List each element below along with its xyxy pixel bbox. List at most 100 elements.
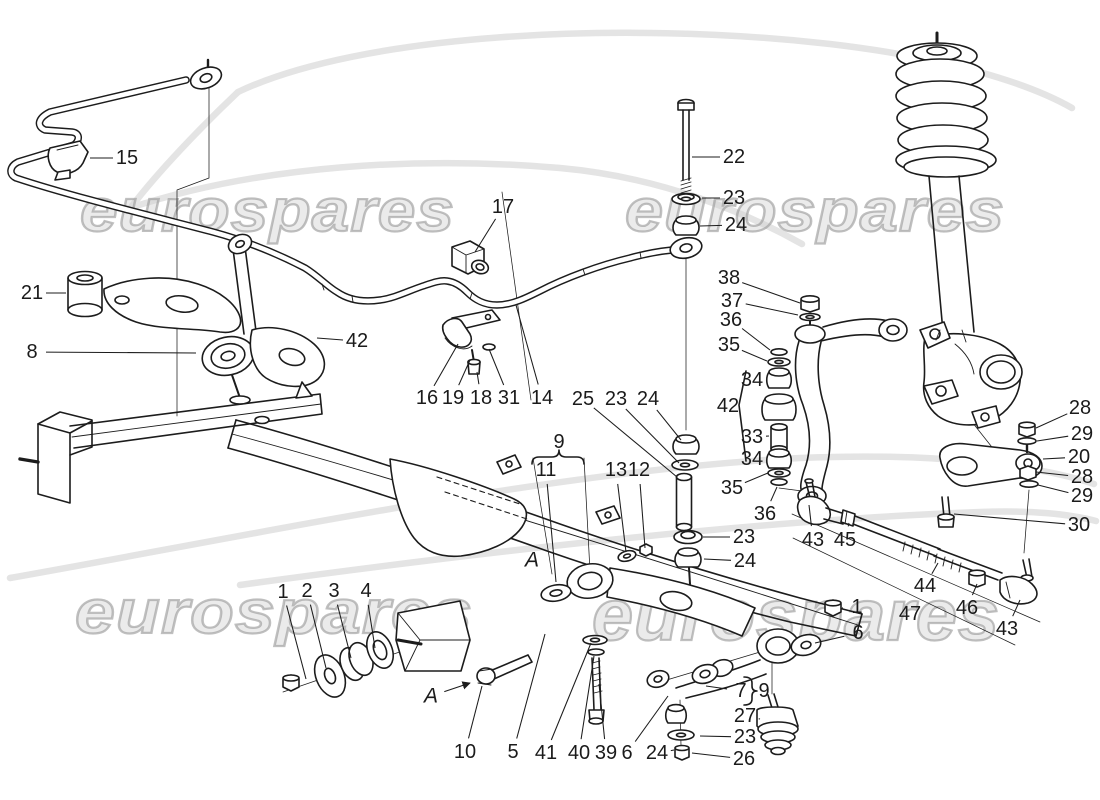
leader-line (971, 583, 978, 596)
leader-line (741, 349, 768, 362)
part-callout-24: 24 (734, 550, 756, 572)
idler-arm-assembly (761, 294, 908, 507)
leader-line (814, 635, 845, 644)
leader-line (625, 408, 680, 464)
leader-line (953, 513, 1066, 525)
leader-line (634, 695, 669, 742)
part-callout-42: 42 (717, 395, 739, 417)
steering-arm-20 (937, 421, 1043, 528)
part-callout-28: 28 (1071, 466, 1093, 488)
part-callout-20: 20 (1068, 446, 1090, 468)
part-callout-15: 15 (116, 147, 138, 169)
leader-line (931, 562, 939, 575)
leader-line (593, 407, 678, 478)
part-callout-43: 43 (996, 618, 1018, 640)
leader-line (1037, 484, 1069, 494)
part-callout-28: 28 (1069, 397, 1091, 419)
part-callout-38: 38 (718, 267, 740, 289)
leader-line (580, 655, 595, 740)
part-callout-12: 12 (628, 459, 650, 481)
leader-line (474, 218, 497, 253)
part-callout-39: 39 (595, 742, 617, 764)
part-callout-47: 47 (899, 603, 921, 625)
leader-line (744, 472, 769, 484)
leader-line (1035, 413, 1068, 429)
part-callout-23: 23 (605, 388, 627, 410)
leader-line (741, 328, 771, 351)
view-arrow (444, 681, 471, 693)
part-callout-29: 29 (1071, 485, 1093, 507)
stabilizer-clamp-16-assembly (441, 309, 501, 375)
part-callout-42: 42 (346, 330, 368, 352)
leader-line (546, 483, 557, 583)
part-callout-36: 36 (754, 503, 776, 525)
part-callout-35: 35 (718, 334, 740, 356)
leader-line (1036, 435, 1069, 442)
leader-line (770, 486, 778, 502)
part-callout-11: 11 (536, 459, 557, 481)
part-callout-23: 23 (734, 726, 756, 748)
stabilizer-bushing-17 (451, 240, 490, 275)
leader-line (703, 558, 732, 561)
part-callout-18: 18 (470, 387, 492, 409)
leader-line (1042, 457, 1066, 460)
stabilizer-bar (7, 58, 703, 309)
part-callout-A: A (422, 685, 438, 708)
part-callout-34: 34 (741, 369, 763, 391)
leader-line (656, 409, 682, 441)
part-callout-2: 2 (301, 580, 312, 602)
leader-line (745, 303, 799, 316)
leader-line (598, 683, 606, 740)
part-callout-4: 4 (360, 580, 371, 602)
part-callout-1: 1 (851, 596, 862, 618)
lower-control-arm (540, 543, 842, 761)
leader-line (1035, 471, 1069, 477)
part-callout-17: 17 (492, 196, 514, 218)
part-callout-14: 14 (531, 387, 553, 409)
leader-line (309, 604, 327, 669)
leader-line (550, 642, 592, 741)
part-callout-43: 43 (802, 529, 824, 551)
part-callout-9: 9 (553, 431, 564, 453)
part-callout-37: 37 (721, 290, 743, 312)
part-callout-22: 22 (723, 146, 745, 168)
part-callout-26: 26 (733, 748, 755, 770)
leader-line (705, 685, 728, 690)
leader-line (639, 483, 646, 549)
leader-line (691, 752, 731, 758)
leader-line (476, 371, 480, 385)
part-callout-24: 24 (646, 742, 668, 764)
part-callout-16: 16 (416, 387, 438, 409)
leader-line (45, 351, 197, 354)
part-callout-44: 44 (914, 575, 936, 597)
part-callout-29: 29 (1071, 423, 1093, 445)
part-callout-23: 23 (723, 187, 745, 209)
leader-line (367, 604, 376, 649)
leader-line (699, 224, 723, 227)
leader-line (286, 605, 307, 680)
part-callout-13: 13 (605, 459, 627, 481)
part-callout-19: 19 (442, 387, 464, 409)
drop-link-assembly (671, 98, 703, 585)
part-callout-30: 30 (1068, 514, 1090, 536)
strut-spring-knuckle (895, 31, 1023, 429)
leader-line (336, 604, 352, 659)
part-callout-6: 6 (852, 622, 863, 644)
part-callout-6: 6 (621, 742, 632, 764)
part-callout-46: 46 (956, 597, 978, 619)
leader-line (433, 343, 459, 387)
part-callout-35: 35 (721, 477, 743, 499)
leader-line (617, 483, 627, 553)
part-callout-3: 3 (328, 580, 339, 602)
car-silhouette-watermark-top (126, 29, 1076, 248)
leader-line (515, 304, 539, 385)
leader-line (699, 735, 732, 738)
part-callout-27: 27 (734, 705, 756, 727)
part-callout-25: 25 (572, 388, 594, 410)
leader-line (808, 504, 812, 527)
part-callout-45: 45 (834, 529, 856, 551)
tie-rod-assembly (796, 478, 1038, 605)
